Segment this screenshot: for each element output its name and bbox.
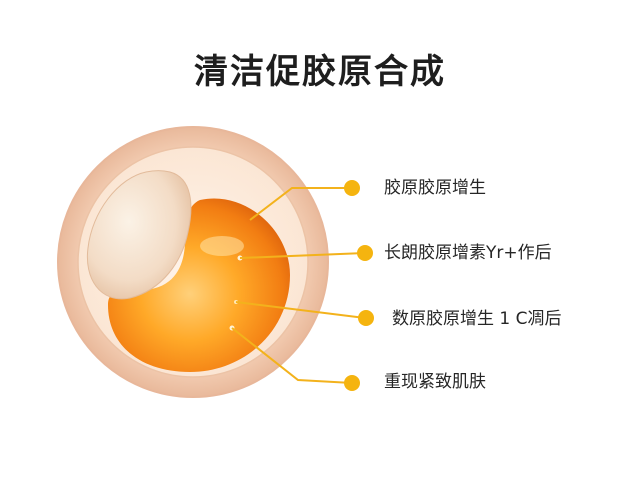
label-1: 胶原胶原增生 bbox=[384, 178, 486, 198]
leader-line-4 bbox=[231, 327, 353, 384]
yolk-core bbox=[108, 198, 290, 372]
label-4: 重现紧致肌肤 bbox=[384, 372, 486, 392]
leader-line-1 bbox=[249, 187, 352, 221]
marker-dot-4 bbox=[344, 375, 360, 391]
marker-dot-2 bbox=[357, 245, 373, 261]
leader-line-3 bbox=[235, 301, 366, 319]
leader-line-2 bbox=[239, 252, 366, 259]
marker-dot-1 bbox=[344, 180, 360, 196]
label-2: 长朗胶原增素Yr+作后 bbox=[384, 243, 552, 263]
white-blob bbox=[86, 170, 192, 300]
page-title: 清洁促胶原合成 bbox=[194, 52, 446, 92]
yolk-highlight bbox=[200, 236, 244, 256]
marker-dot-3 bbox=[358, 310, 374, 326]
label-3: 数原胶原增生 1 C凋后 bbox=[392, 309, 562, 329]
